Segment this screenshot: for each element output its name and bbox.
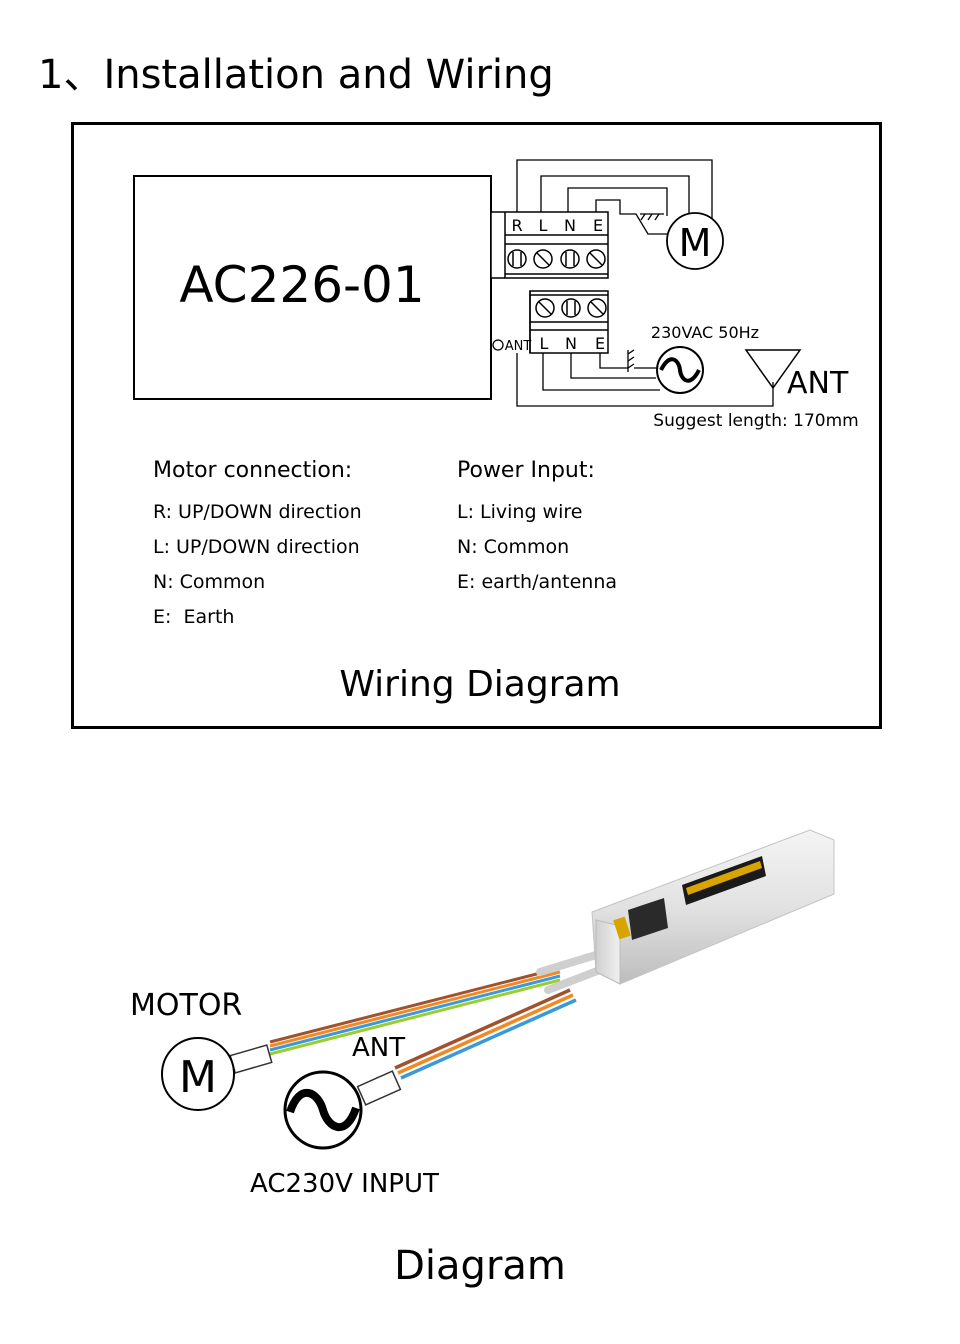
terminal-r: R <box>511 216 522 235</box>
motor-item-l: L: UP/DOWN direction <box>153 536 360 558</box>
motor-item-e: E: Earth <box>153 606 235 628</box>
motor-item-r: R: UP/DOWN direction <box>153 501 362 523</box>
page-title: 1、Installation and Wiring <box>38 52 554 98</box>
power-wires <box>516 349 774 407</box>
suggest-length: Suggest length: 170mm <box>653 411 858 431</box>
ant-label: ANT <box>352 1033 405 1063</box>
wiring-schematic: AC226-01 R L N E ANT L N E <box>133 159 859 431</box>
ac-wave-icon <box>659 357 701 383</box>
motor-cable <box>269 966 561 1056</box>
ant-terminal-icon <box>492 339 504 351</box>
power-item-l: L: Living wire <box>457 501 583 523</box>
screw-icons-top <box>507 249 606 269</box>
terminal-n-top: N <box>564 216 576 235</box>
antenna-icon <box>744 349 802 390</box>
motor-circle-icon <box>161 1037 235 1111</box>
photo-motor-symbol: M <box>179 1052 217 1103</box>
screw-icons-bottom <box>535 298 607 318</box>
diagram-caption: Diagram <box>394 1243 566 1289</box>
terminal-labels-top: R L N E <box>511 216 603 235</box>
product-illustration: M MOTOR ANT AC230V INPUT <box>130 829 835 1199</box>
power-input-title: Power Input: <box>457 458 595 483</box>
terminal-l-bottom: L <box>540 334 549 353</box>
terminal-block-top <box>490 211 609 279</box>
motor-symbol: M <box>679 221 712 265</box>
antenna-label: ANT <box>787 366 849 401</box>
terminal-labels-bottom: ANT L N E <box>492 334 605 354</box>
power-item-n: N: Common <box>457 536 570 558</box>
terminal-l-top: L <box>539 216 548 235</box>
power-item-e: E: earth/antenna <box>457 571 618 593</box>
wiring-diagram-frame <box>71 122 882 729</box>
terminal-n-bottom: N <box>565 334 577 353</box>
controller-box <box>133 175 492 400</box>
terminal-e-bottom: E <box>595 334 605 353</box>
power-cable <box>394 988 577 1080</box>
wiring-diagram-caption: Wiring Diagram <box>339 664 621 705</box>
model-label: AC226-01 <box>179 256 424 314</box>
power-label: 230VAC 50Hz <box>651 323 759 342</box>
controller-body <box>591 829 835 985</box>
motor-item-n: N: Common <box>153 571 266 593</box>
input-label: AC230V INPUT <box>250 1169 439 1199</box>
ac-input-wave-icon <box>286 1088 360 1132</box>
terminal-ant: ANT <box>505 339 532 354</box>
motor-label: MOTOR <box>130 988 242 1023</box>
terminal-e-top: E <box>593 216 603 235</box>
motor-wires <box>516 159 713 236</box>
motor-cable-sleeve <box>229 1044 273 1074</box>
power-cable-sleeve <box>356 1070 402 1106</box>
motor-connection-title: Motor connection: <box>153 458 353 483</box>
motor-icon <box>666 212 724 270</box>
